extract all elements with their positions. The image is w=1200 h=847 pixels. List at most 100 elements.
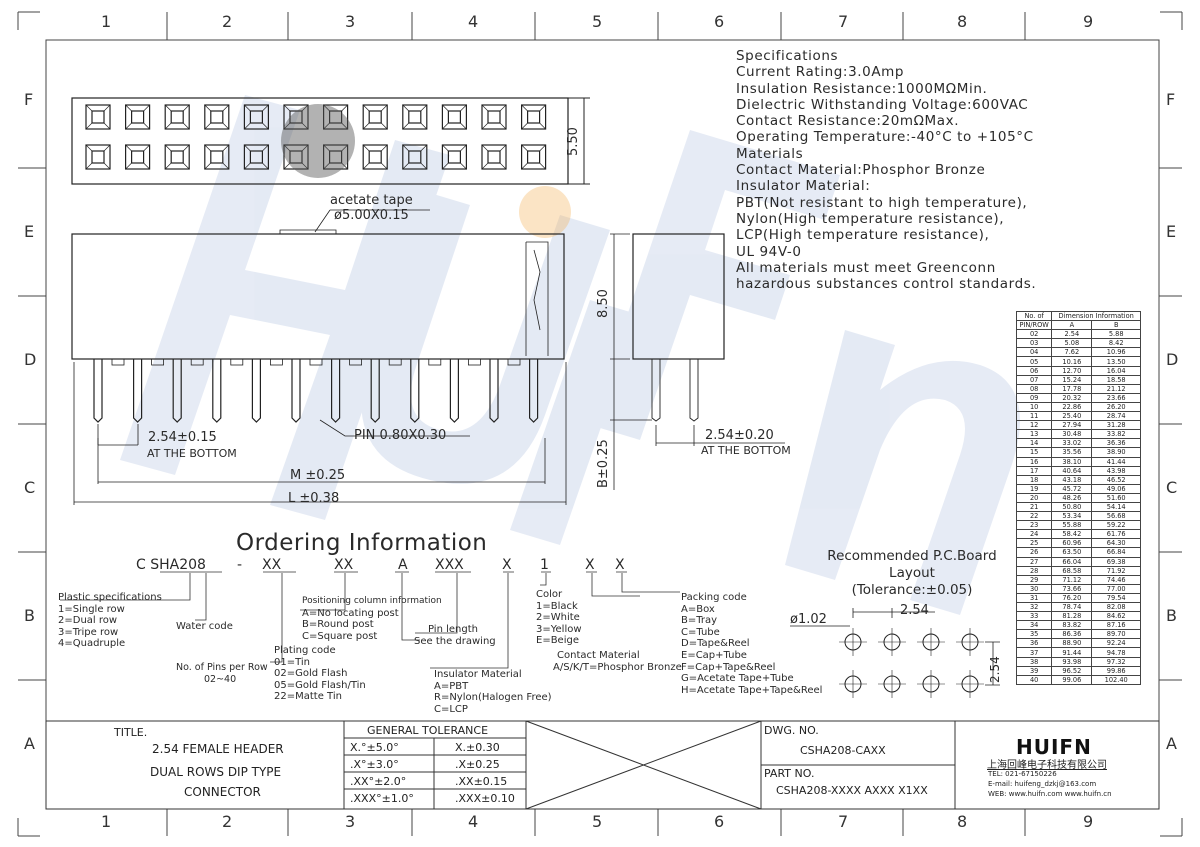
pcb-title: Recommended P.C.Board Layout (Tolerance:… <box>818 548 1006 599</box>
table-cell: 05 <box>1015 356 1053 367</box>
zone-row-label: F <box>1166 90 1176 109</box>
ordering-code-part: 1 <box>540 557 549 573</box>
table-cell: 81.28 <box>1051 611 1093 622</box>
table-cell: 21 <box>1015 501 1053 513</box>
table-cell: 32 <box>1015 601 1053 613</box>
table-cell: 27 <box>1015 556 1053 567</box>
table-cell: 86.36 <box>1051 629 1093 640</box>
pin <box>449 359 459 423</box>
tolerance-cell: .XX±0.15 <box>455 775 508 788</box>
table-cell: 46.52 <box>1091 474 1141 485</box>
spec-line: LCP(High temperature resistance), <box>736 227 990 244</box>
table-cell: 60.96 <box>1051 538 1093 549</box>
table-cell: 37 <box>1015 647 1053 658</box>
zone-column-label: 1 <box>101 12 112 31</box>
pcb-title-line: (Tolerance:±0.05) <box>851 582 973 598</box>
part-no-label: PART NO. <box>764 767 815 780</box>
table-cell: 22.86 <box>1051 401 1093 413</box>
zone-column-label: 5 <box>592 12 603 31</box>
contact-material-block: Contact Material A/S/K/T=Phosphor Bronze <box>553 650 682 673</box>
zone-row-label: B <box>24 606 35 625</box>
contact-hole <box>447 110 461 124</box>
contact-line: Contact Material <box>557 650 640 661</box>
table-cell: 26.20 <box>1091 401 1141 413</box>
table-cell: 17.78 <box>1051 383 1093 394</box>
pin <box>291 359 301 423</box>
plating-line: 22=Matte Tin <box>274 691 342 703</box>
contact-cell <box>520 144 547 170</box>
contact-hole <box>526 110 541 124</box>
company-email: E-mail: huifeng_dzkj@163.com <box>988 780 1097 788</box>
company-tel: TEL: 021-67150226 <box>988 770 1057 778</box>
table-cell: 38.10 <box>1051 456 1093 467</box>
table-cell: 89.70 <box>1091 629 1141 640</box>
title-line-3: CONNECTOR <box>184 785 261 799</box>
contact-hole <box>289 110 303 124</box>
table-cell: 41.44 <box>1091 456 1141 467</box>
contact-cell <box>481 104 507 130</box>
contact-cell <box>164 104 190 130</box>
zone-row-label: C <box>1166 478 1178 497</box>
ordering-code-part: XX <box>334 557 354 573</box>
table-cell: 5.08 <box>1051 338 1093 349</box>
contact-cell <box>402 144 428 170</box>
table-cell: 36 <box>1015 638 1053 649</box>
zone-row-label: D <box>24 350 37 369</box>
table-cell: 61.76 <box>1091 529 1141 540</box>
color-line: E=Beige <box>536 635 579 647</box>
dim-pitch-side: 2.54±0.20 <box>705 428 774 443</box>
table-cell: 43.18 <box>1051 474 1093 485</box>
pin-length-block: Pin length See the drawing <box>414 624 496 647</box>
packing-line: C=Tube <box>681 626 720 638</box>
zone-column-label: 6 <box>714 812 725 831</box>
table-cell: 25 <box>1015 538 1053 549</box>
contact-cell <box>204 144 230 170</box>
color-block: Color 1=Black 2=White 3=Yellow E=Beige <box>536 589 582 647</box>
dim-at-bottom-side: AT THE BOTTOM <box>701 444 791 457</box>
table-cell: 76.20 <box>1051 592 1093 604</box>
insulator-line: A=PBT <box>434 680 469 692</box>
table-cell: 16 <box>1015 456 1053 467</box>
table-cell: 96.52 <box>1051 665 1093 676</box>
pcb-layout <box>839 628 984 698</box>
table-cell: 74.46 <box>1091 574 1141 585</box>
zone-row-label: E <box>1166 222 1177 241</box>
table-cell: 68.58 <box>1051 565 1093 576</box>
table-cell: 19 <box>1015 483 1053 494</box>
top-view <box>71 97 569 185</box>
plastic-spec-line: 4=Quadruple <box>58 638 126 650</box>
spec-line: Dielectric Withstanding Voltage:600VAC <box>736 96 1029 113</box>
front-view <box>71 229 565 423</box>
zone-column-label: 8 <box>957 812 968 831</box>
table-cell: 18 <box>1015 474 1053 485</box>
contact-hole <box>289 150 303 164</box>
table-cell: 15 <box>1015 447 1053 458</box>
title-line-1: 2.54 FEMALE HEADER <box>152 742 284 756</box>
tolerance-cell: X.°±5.0° <box>350 741 399 754</box>
zone-column-label: 9 <box>1083 812 1094 831</box>
table-cell: 09 <box>1015 392 1053 403</box>
plating-line: Plating code <box>274 645 336 656</box>
positioning-line: C=Square post <box>302 630 378 642</box>
table-cell: 23 <box>1015 520 1053 531</box>
zone-row-label: D <box>1166 350 1179 369</box>
contact-hole <box>487 110 501 124</box>
table-cell: 33.02 <box>1051 438 1093 449</box>
ordering-code-part: - <box>237 557 243 573</box>
positioning-line: B=Round post <box>302 619 374 631</box>
